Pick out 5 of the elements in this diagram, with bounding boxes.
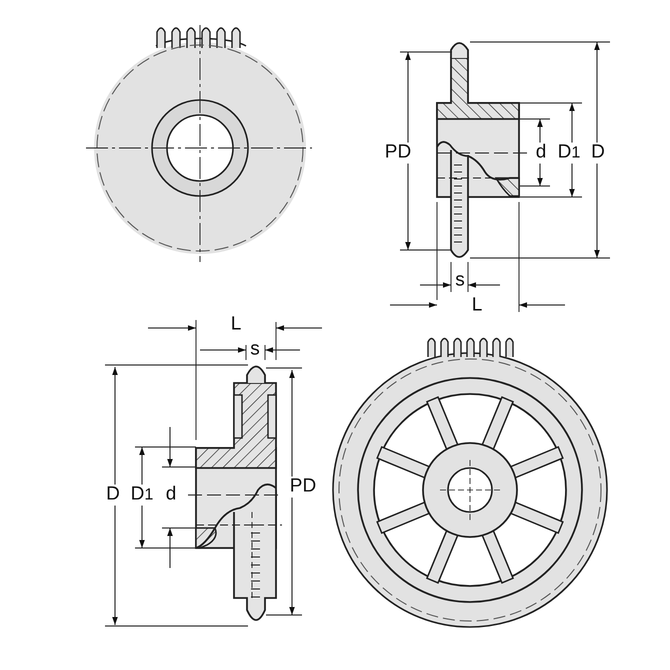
dimension-label: PD [384,142,412,164]
dimension-label: d [534,142,548,164]
dimension-label: PD [288,476,318,498]
dimension-label: D [105,484,121,506]
dimension-label: D [590,142,606,164]
